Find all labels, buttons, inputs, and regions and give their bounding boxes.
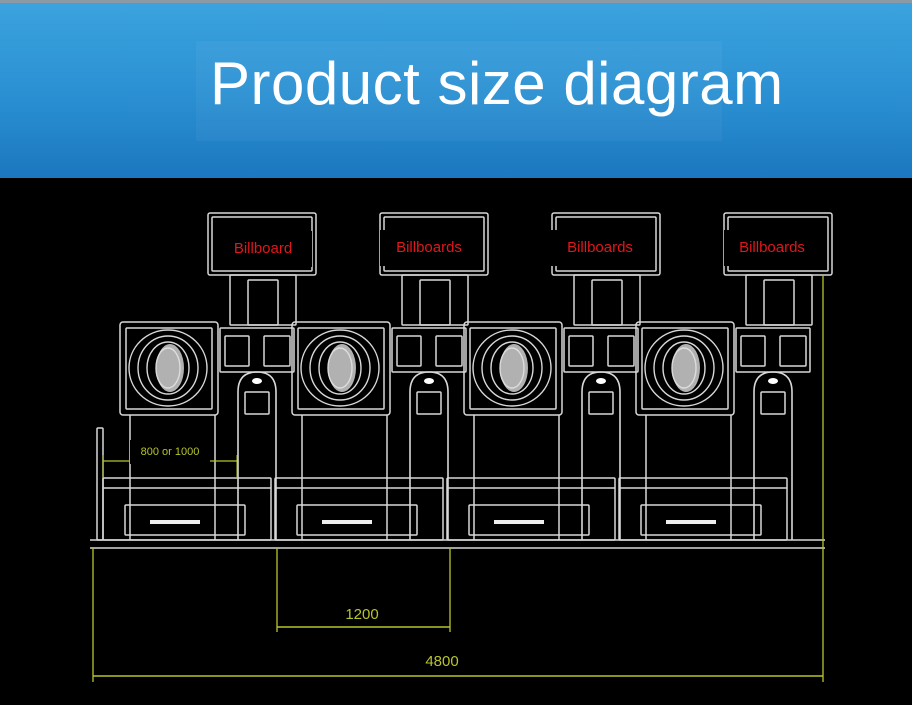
unit-2-speaker-ring (300, 329, 380, 407)
unit-2-panel-screen-left (396, 335, 422, 367)
unit-3-speaker-cone (500, 344, 528, 392)
page-title: Product size diagram (210, 50, 784, 117)
billboard-label-1: Billboard (214, 231, 312, 267)
unit-4-mast-inner (763, 279, 795, 326)
seat-width-dimension: 800 or 1000 (130, 440, 210, 464)
unit-3-speaker-ring (481, 335, 543, 401)
unit-1-cabinet-display (244, 391, 270, 415)
unit-3-cabinet (581, 371, 621, 540)
unit-1-seat-base (124, 504, 246, 536)
unit-2-speaker-ring (309, 335, 371, 401)
unit-1-mast (229, 274, 297, 326)
unit-4-speaker-ring (644, 329, 724, 407)
unit-2-speaker-box (291, 321, 391, 416)
top-border (0, 0, 912, 3)
unit-2-cabinet-display (416, 391, 442, 415)
seat-handle (96, 427, 104, 541)
unit-4-speaker-box (635, 321, 735, 416)
unit-4-panel-screen-left (740, 335, 766, 367)
unit-1-panel-screen-right (263, 335, 291, 367)
unit-1-speaker-ring (128, 329, 208, 407)
billboard-label-3: Billboards (551, 230, 649, 266)
unit-2-mast-inner (419, 279, 451, 326)
unit-spacing-dimension: 1200 (330, 604, 394, 626)
unit-4-speaker-inner (641, 327, 729, 410)
unit-2-mast (401, 274, 469, 326)
header-banner: Product size diagram (0, 3, 912, 178)
unit-2-panel-screen-right (435, 335, 463, 367)
unit-3-speaker-box (463, 321, 563, 416)
unit-4-cabinet-display (760, 391, 786, 415)
unit-2-cabinet (409, 371, 449, 540)
unit-2-speaker-cone (328, 344, 356, 392)
total-width-dimension: 4800 (414, 650, 470, 674)
unit-1-speaker-ring (146, 341, 190, 395)
billboard-label-4: Billboards (724, 230, 820, 266)
unit-1-panel-screen-left (224, 335, 250, 367)
unit-1-cabinet-light (252, 378, 262, 384)
unit-2-speaker-ring (318, 341, 362, 395)
title-backdrop (196, 41, 722, 141)
unit-1-speaker-inner (125, 327, 213, 410)
unit-4-seat-base (640, 504, 762, 536)
unit-2-seat-base (296, 504, 418, 536)
unit-3-panel-screen-left (568, 335, 594, 367)
unit-3-panel-screen-right (607, 335, 635, 367)
unit-3-cabinet-light (596, 378, 606, 384)
billboard-label-2: Billboards (380, 230, 478, 266)
unit-1-speaker-box (119, 321, 219, 416)
unit-4-cabinet (753, 371, 793, 540)
unit-3-speaker-ring (472, 329, 552, 407)
unit-3-speaker-inner (469, 327, 557, 410)
unit-3-seat-base (468, 504, 590, 536)
unit-3-mast-inner (591, 279, 623, 326)
unit-1-mast-inner (247, 279, 279, 326)
unit-4-speaker-ring (662, 341, 706, 395)
unit-3-cabinet-display (588, 391, 614, 415)
unit-1-speaker-ring (137, 335, 199, 401)
unit-1-speaker-cone (156, 344, 184, 392)
unit-1-billboard-inner (211, 216, 313, 272)
unit-2-cabinet-light (424, 378, 434, 384)
unit-4-cabinet-light (768, 378, 778, 384)
unit-4-panel-screen-right (779, 335, 807, 367)
unit-4-speaker-cone (672, 344, 700, 392)
unit-3-mast (573, 274, 641, 326)
unit-4-mast (745, 274, 813, 326)
unit-1-cabinet (237, 371, 277, 540)
unit-4-speaker-ring (653, 335, 715, 401)
unit-2-speaker-inner (297, 327, 385, 410)
unit-3-speaker-ring (490, 341, 534, 395)
